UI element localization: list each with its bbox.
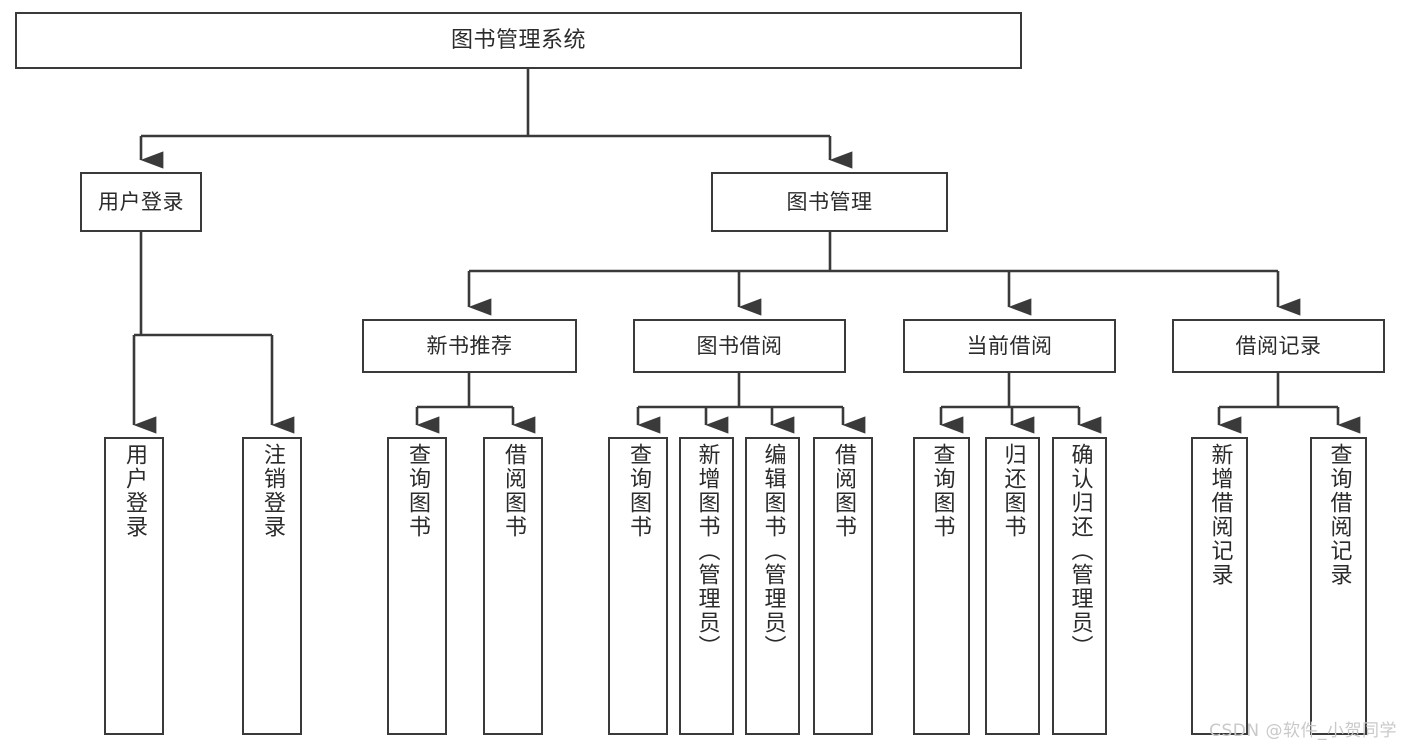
node-leaf-edit-book-label: 编辑图书（管理员） (760, 443, 786, 659)
node-leaf-query-book-2[interactable]: 查询图书 (608, 437, 668, 735)
node-user-login-label: 用户登录 (98, 189, 184, 214)
node-leaf-logout[interactable]: 注销登录 (242, 437, 302, 735)
node-root[interactable]: 图书管理系统 (15, 12, 1022, 69)
node-book-borrow-label: 图书借阅 (696, 333, 783, 358)
node-leaf-query-borrow-record[interactable]: 查询借阅记录 (1310, 437, 1367, 735)
node-leaf-query-borrow-record-label: 查询借阅记录 (1326, 443, 1352, 587)
node-leaf-query-book-1[interactable]: 查询图书 (387, 437, 447, 735)
node-current-borrow[interactable]: 当前借阅 (903, 319, 1116, 373)
node-leaf-borrow-book-2-label: 借阅图书 (831, 443, 856, 539)
node-user-login[interactable]: 用户登录 (80, 172, 202, 232)
node-borrow-record-label: 借阅记录 (1235, 333, 1322, 358)
node-leaf-user-login[interactable]: 用户登录 (104, 437, 164, 735)
node-leaf-borrow-book-1[interactable]: 借阅图书 (483, 437, 543, 735)
node-leaf-borrow-book-2[interactable]: 借阅图书 (813, 437, 873, 735)
node-book-management-label: 图书管理 (786, 189, 873, 214)
node-leaf-query-book-3[interactable]: 查询图书 (913, 437, 970, 735)
node-leaf-query-book-2-label: 查询图书 (626, 443, 651, 539)
node-current-borrow-label: 当前借阅 (966, 333, 1053, 358)
node-leaf-add-borrow-record-label: 新增借阅记录 (1207, 443, 1233, 587)
node-leaf-return-book-label: 归还图书 (1000, 443, 1026, 539)
node-leaf-confirm-return-label: 确认归还（管理员） (1067, 443, 1093, 659)
node-leaf-add-book-label: 新增图书（管理员） (694, 443, 720, 659)
node-leaf-return-book[interactable]: 归还图书 (985, 437, 1040, 735)
node-root-label: 图书管理系统 (450, 27, 586, 53)
node-leaf-query-book-3-label: 查询图书 (929, 443, 955, 539)
node-leaf-add-book[interactable]: 新增图书（管理员） (679, 437, 734, 735)
node-new-book-recommend-label: 新书推荐 (426, 333, 513, 358)
node-leaf-confirm-return[interactable]: 确认归还（管理员） (1052, 437, 1107, 735)
node-leaf-logout-label: 注销登录 (260, 443, 285, 539)
node-leaf-borrow-book-1-label: 借阅图书 (501, 443, 526, 539)
node-leaf-add-borrow-record[interactable]: 新增借阅记录 (1191, 437, 1248, 735)
node-leaf-user-login-label: 用户登录 (122, 443, 147, 539)
node-leaf-query-book-1-label: 查询图书 (405, 443, 430, 539)
node-book-borrow[interactable]: 图书借阅 (633, 319, 846, 373)
node-book-management[interactable]: 图书管理 (711, 172, 948, 232)
node-borrow-record[interactable]: 借阅记录 (1172, 319, 1385, 373)
node-new-book-recommend[interactable]: 新书推荐 (362, 319, 577, 373)
node-leaf-edit-book[interactable]: 编辑图书（管理员） (745, 437, 800, 735)
